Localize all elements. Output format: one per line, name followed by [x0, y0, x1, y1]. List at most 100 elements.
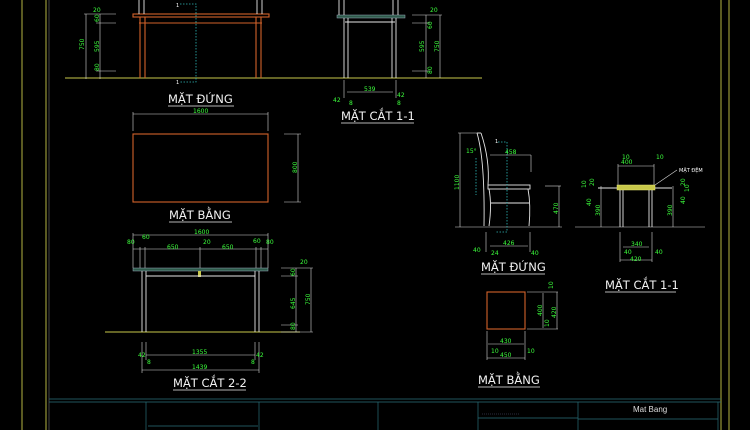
drawing-line: [488, 188, 491, 227]
dim-text: 8: [349, 100, 353, 107]
dim-text: 650: [167, 244, 179, 251]
dim-text: 20: [203, 239, 211, 246]
view-title: MẶT CẮT 1-1: [341, 107, 415, 123]
dim-text: 40: [655, 249, 663, 256]
dim-text: 10: [491, 348, 499, 355]
drawing-line: [132, 13, 270, 18]
drawing-line: [496, 141, 508, 233]
dim-text: 1439: [192, 364, 207, 371]
dim-text: 42: [397, 92, 405, 99]
dim-text: 800: [292, 161, 299, 173]
dim-text: 470: [553, 202, 560, 214]
dim-text: 10: [548, 281, 555, 289]
section-mark: 1: [176, 80, 179, 86]
section-mark: 1: [176, 3, 179, 9]
dim-text: 650: [222, 244, 234, 251]
drawing-line: [132, 267, 269, 272]
dim-text: 1100: [454, 175, 461, 190]
drawing-border: [21, 0, 730, 430]
dim-text: 42: [138, 352, 146, 359]
seat-cushion: [616, 184, 656, 191]
chair-section-1-1: 400 10 10 MẶT ĐỆM 10 20 40 390 20 10 40 …: [575, 154, 705, 293]
dim-text: 595: [94, 40, 101, 52]
chair-plan: 10 400 10 420 430 10 450 10 MẶT BẰNG: [478, 281, 558, 388]
drawing-name: Mat Bang: [633, 405, 667, 414]
dim-text: 400: [621, 159, 633, 166]
dim-text: 80: [427, 66, 434, 74]
dim-text: 420: [551, 306, 558, 318]
dim-text: 10: [684, 184, 691, 192]
dim-text: 426: [503, 240, 515, 247]
dim-text: 340: [631, 241, 643, 248]
dim-text: 80: [266, 239, 274, 246]
dim-text: 80: [127, 239, 135, 246]
dim-text: 20: [680, 178, 687, 186]
dim-text: 595: [419, 40, 426, 52]
dim-text: 1355: [192, 349, 207, 356]
dim-text: 80: [290, 322, 297, 330]
dim-text: 400: [537, 304, 544, 316]
table-top-outline: [132, 133, 269, 203]
dim-text: 15°: [466, 148, 477, 155]
section-mark: 1: [495, 139, 498, 145]
title-block: Mat Bang: [49, 398, 721, 430]
view-title: MẶT ĐỨNG: [168, 91, 233, 106]
chair-seat-outline: [486, 291, 526, 330]
dim-text: 20: [300, 259, 308, 266]
dim-text: 42: [333, 97, 341, 104]
dim-text: 750: [434, 40, 441, 52]
drawing-line: [336, 14, 406, 19]
dim-text: 40: [531, 250, 539, 257]
drawing-line: [487, 184, 531, 190]
dim-text: 40: [680, 196, 687, 204]
dim-text: 420: [630, 256, 642, 263]
dim-text: 60: [142, 234, 150, 241]
drawing-line: [480, 132, 489, 186]
dim-text: 20: [93, 7, 101, 14]
dim-text: 20: [430, 7, 438, 14]
dim-text: 10: [544, 319, 551, 327]
dim-text: 8: [147, 359, 151, 366]
dim-text: 60: [427, 21, 434, 29]
section-cut-line: [180, 3, 197, 83]
dim-text: 20: [589, 178, 596, 186]
chair-elevation: 1 1100 15° 458 470 40 24 426 40 MẶT ĐỨNG: [454, 132, 562, 275]
dim-text: 40: [624, 249, 632, 256]
view-title: MẶT CẮT 2-2: [173, 374, 247, 390]
drawing-line: [654, 169, 678, 186]
view-title: MẶT BẰNG: [169, 206, 231, 222]
dim-text: 458: [505, 149, 517, 156]
table-plan: 1600 800 MẶT BẰNG: [132, 108, 301, 223]
view-title: MẶT CẮT 1-1: [605, 276, 679, 292]
table-section-2-2: 1600 80 60 650 20 650 60 80 20 60 645 80…: [105, 229, 313, 391]
table-section-1-1: 20 60 595 80 750 539 42 8 42 8 MẶT CẮT 1…: [333, 0, 442, 124]
dim-text: 8: [251, 359, 255, 366]
dim-text: 390: [667, 204, 674, 216]
dim-text: 40: [586, 198, 593, 206]
dim-text: 80: [94, 63, 101, 71]
table-elevation: 1 1 20 60 595 80 750 MẶT ĐỨNG: [65, 0, 482, 107]
dim-text: 750: [79, 38, 86, 50]
dim-text: 1600: [194, 229, 209, 236]
view-title: MẶT BẰNG: [478, 371, 540, 387]
dim-text: 60: [253, 238, 261, 245]
dim-text: 60: [290, 268, 297, 276]
cushion-label: MẶT ĐỆM: [679, 166, 703, 174]
drawing-line: [476, 132, 485, 227]
dim-text: 1600: [193, 108, 208, 115]
dim-text: 539: [364, 86, 376, 93]
dim-text: 430: [500, 338, 512, 345]
drawing-line: [527, 188, 531, 227]
dim-text: 24: [491, 250, 499, 257]
dim-text: 450: [500, 352, 512, 359]
drawing-line: [198, 271, 201, 277]
view-title: MẶT ĐỨNG: [481, 259, 546, 274]
dim-text: 10: [581, 180, 588, 188]
dim-text: 10: [656, 154, 664, 161]
dim-text: 10: [622, 154, 630, 161]
dim-text: 10: [527, 348, 535, 355]
dim-text: 40: [473, 247, 481, 254]
dim-text: 645: [290, 297, 297, 309]
dim-text: 390: [595, 204, 602, 216]
